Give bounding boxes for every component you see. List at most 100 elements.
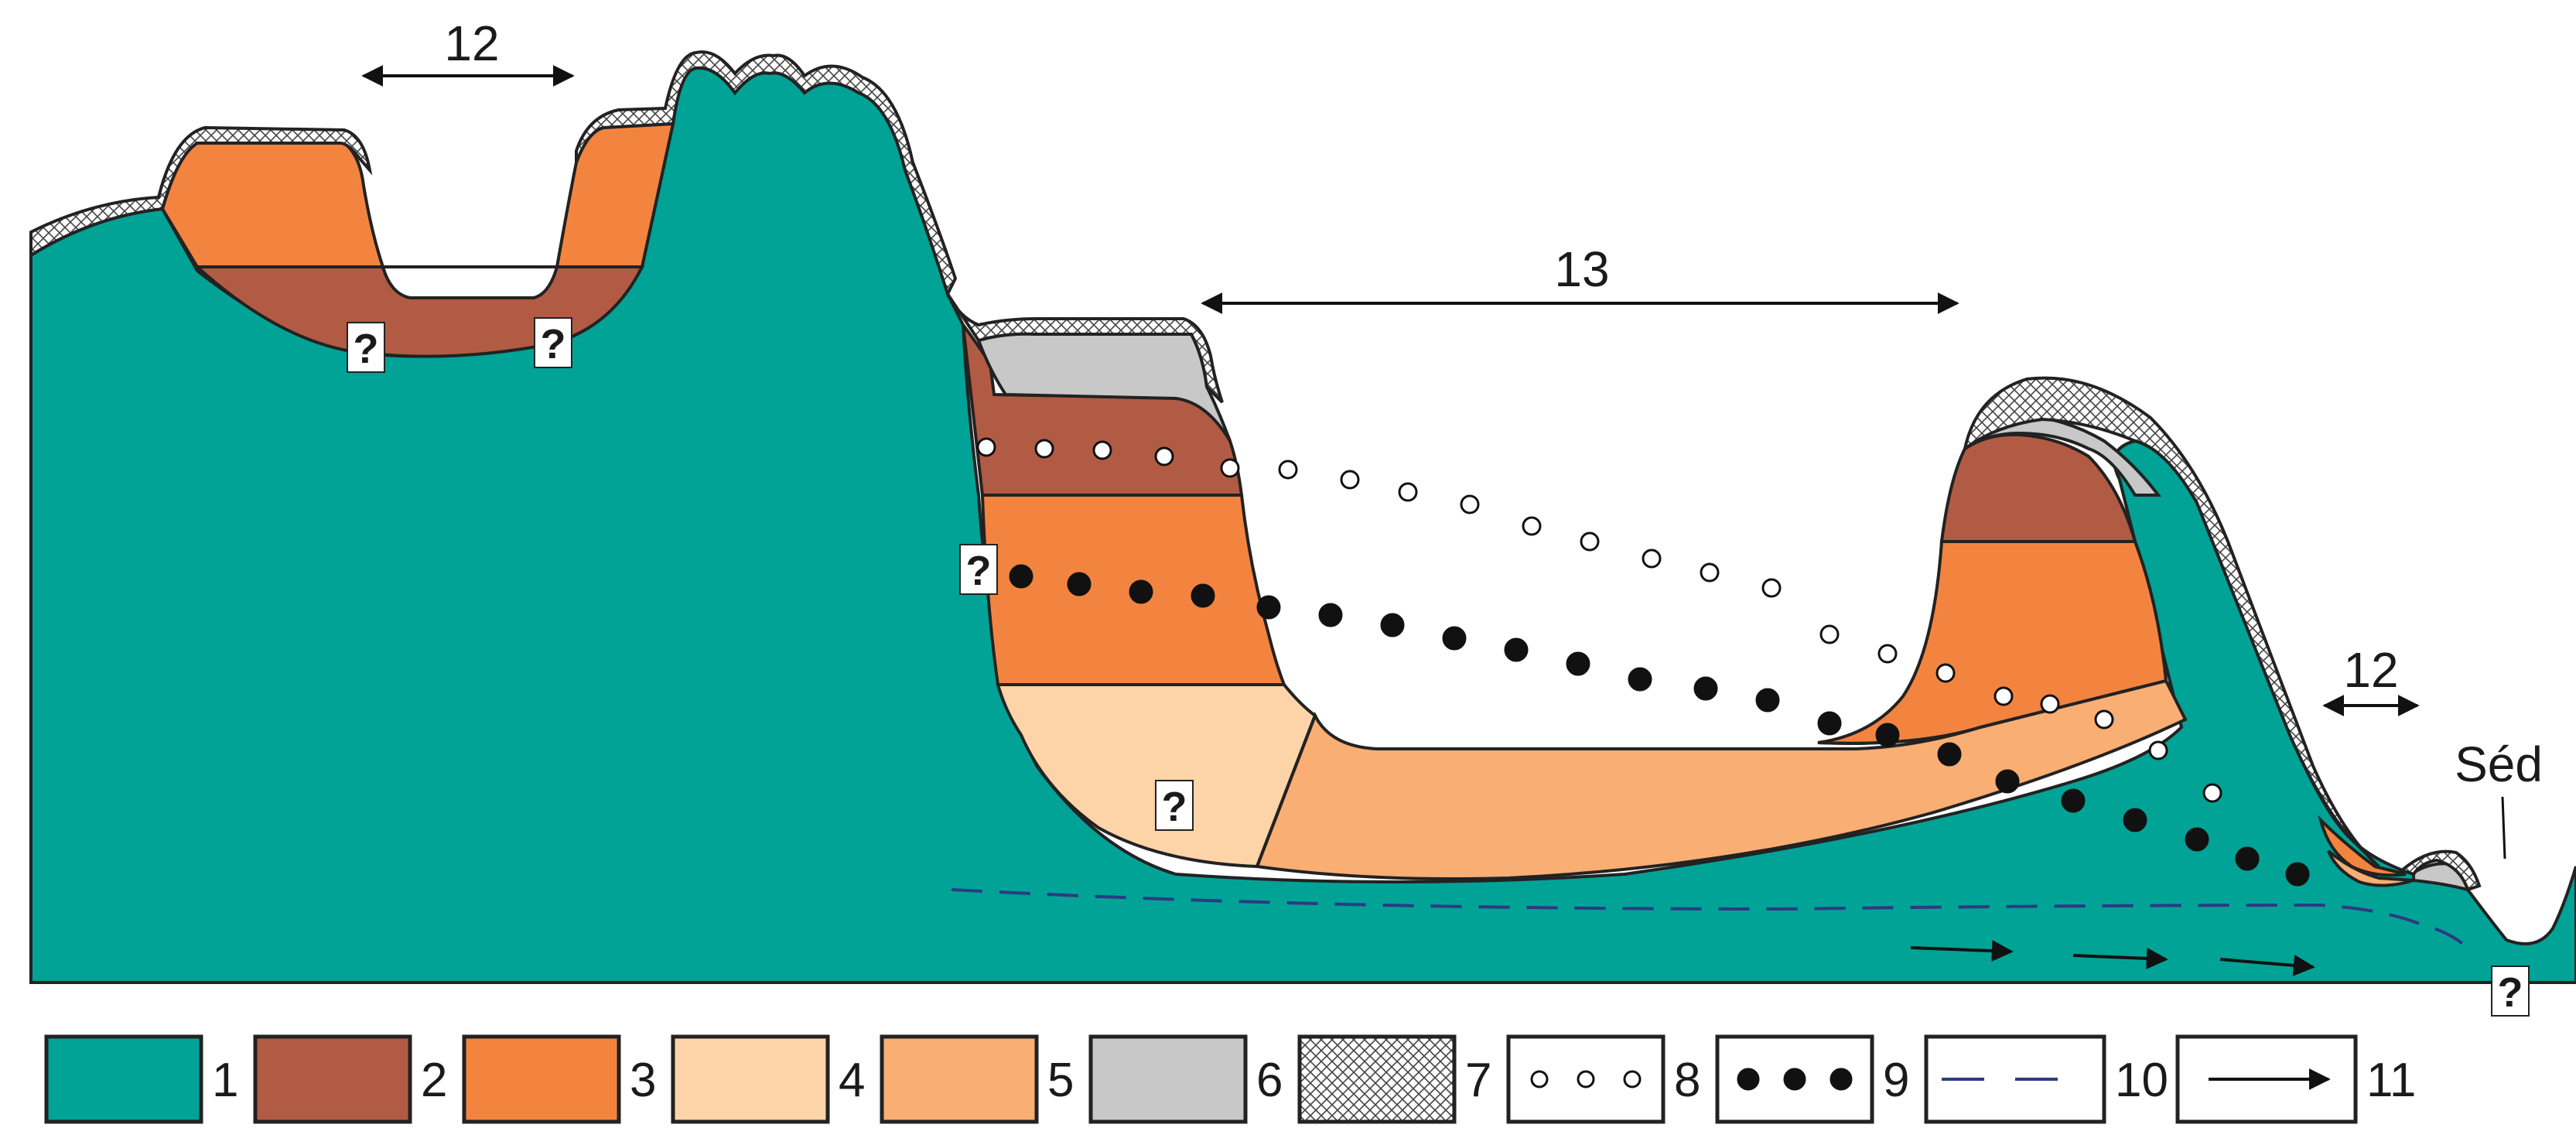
open-dot xyxy=(2094,709,2114,730)
filled-dots-line xyxy=(1009,564,2310,887)
dimension-arrows xyxy=(361,65,2420,716)
left-terrace-capping-hatch xyxy=(29,125,373,258)
legend-number: 4 xyxy=(839,1054,865,1107)
filled-dot xyxy=(1380,613,1405,637)
filled-dot xyxy=(1817,711,1842,736)
open-dot xyxy=(2040,694,2060,714)
legend-item-6: 6 xyxy=(1088,1034,1283,1124)
middle-unit-4 xyxy=(996,683,1317,869)
open-dots-line xyxy=(976,437,2222,803)
legend-dot xyxy=(1737,1068,1760,1091)
legend-item-2: 2 xyxy=(253,1034,447,1124)
filled-dot xyxy=(1067,572,1092,596)
legend-dot xyxy=(1577,1070,1595,1088)
legend-item-5: 5 xyxy=(880,1034,1074,1124)
question-mark-text: ? xyxy=(2498,969,2523,1016)
legend-item-7: 7 xyxy=(1297,1034,1491,1124)
middle-capping-hatch xyxy=(946,292,1224,404)
open-dot xyxy=(1398,482,1418,502)
question-mark-box: ? xyxy=(534,317,572,368)
filled-dot xyxy=(1628,667,1652,692)
river-pointer-line xyxy=(2501,796,2506,859)
open-dot xyxy=(1642,548,1662,569)
open-dot xyxy=(1761,578,1782,598)
legend-item-4: 4 xyxy=(671,1034,865,1124)
legend-dot xyxy=(1783,1068,1806,1091)
open-dot xyxy=(1460,494,1480,514)
question-marks: ????? xyxy=(347,317,2530,1017)
span-12-right-label: 12 xyxy=(2343,642,2398,698)
legend-swatch xyxy=(1088,1034,1248,1124)
legend-swatch xyxy=(44,1034,203,1124)
open-dot xyxy=(1092,440,1112,460)
legend-number: 10 xyxy=(2115,1054,2168,1107)
right-slope-unit-5 xyxy=(2327,849,2414,887)
filled-dot xyxy=(1009,564,1033,589)
filled-dot xyxy=(1937,742,1962,767)
span-12-left-label: 12 xyxy=(444,15,499,71)
legend-dot xyxy=(1530,1070,1549,1088)
legend-item-9: 9 xyxy=(1715,1034,1909,1124)
legend-swatch xyxy=(462,1034,621,1124)
question-mark-box: ? xyxy=(959,544,998,595)
legend-number: 2 xyxy=(421,1054,447,1107)
legend-number: 11 xyxy=(2366,1054,2416,1107)
open-dot xyxy=(1034,439,1054,459)
right-hill-capping-hatch xyxy=(1962,376,2380,868)
legend-item-3: 3 xyxy=(462,1034,656,1124)
filled-dot xyxy=(2123,808,2147,832)
filled-dot xyxy=(1256,595,1281,620)
legend-number: 3 xyxy=(630,1054,656,1107)
legend-number: 9 xyxy=(1883,1054,1909,1107)
left-terrace-unit-3-left xyxy=(160,142,385,268)
open-dot xyxy=(1700,562,1720,583)
legend-number: 1 xyxy=(212,1054,238,1107)
open-dot xyxy=(1935,663,1956,683)
legend-swatch xyxy=(1297,1034,1457,1124)
right-hill-unit-2 xyxy=(1939,432,2137,543)
filled-dot xyxy=(1693,676,1718,701)
question-mark-box: ? xyxy=(1155,780,1194,831)
filled-dot xyxy=(1442,626,1467,651)
legend-item-10: 10 xyxy=(1924,1034,2168,1124)
open-dot xyxy=(2148,740,2168,760)
left-ridge-capping-hatch xyxy=(575,50,958,299)
filled-dot xyxy=(2285,862,2310,887)
filled-dot xyxy=(2061,788,2086,813)
span-13-label: 13 xyxy=(1554,241,1609,297)
legend-dot xyxy=(1623,1070,1642,1088)
question-mark-text: ? xyxy=(354,326,379,372)
open-dot xyxy=(1819,624,1840,644)
filled-dot xyxy=(1875,723,1900,747)
filled-dot xyxy=(2185,827,2209,852)
open-dot xyxy=(1220,458,1240,478)
legend-number: 8 xyxy=(1674,1054,1700,1107)
question-mark-box: ? xyxy=(347,322,385,373)
legend-item-1: 1 xyxy=(44,1034,238,1124)
open-dot xyxy=(976,437,996,457)
legend-number: 5 xyxy=(1047,1054,1074,1107)
open-dot xyxy=(1877,644,1898,664)
open-dot xyxy=(1340,470,1360,490)
filled-dot xyxy=(2235,846,2260,871)
open-dot xyxy=(1522,516,1542,536)
dashed-line-10 xyxy=(951,888,2473,953)
question-mark-box: ? xyxy=(2491,965,2530,1017)
legend-number: 6 xyxy=(1256,1054,1283,1107)
question-mark-text: ? xyxy=(541,321,566,367)
open-dot xyxy=(1154,446,1174,466)
filled-dot xyxy=(1504,637,1529,662)
filled-dot xyxy=(1995,769,2020,794)
legend-swatch xyxy=(671,1034,830,1124)
legend-item-8: 8 xyxy=(1506,1034,1700,1124)
filled-dot xyxy=(1191,583,1215,608)
river-label: Séd xyxy=(2455,736,2543,792)
question-mark-text: ? xyxy=(966,548,992,594)
filled-dot xyxy=(1566,651,1590,676)
middle-unit-5 xyxy=(1255,678,2188,880)
filled-dot xyxy=(1755,688,1780,713)
flow-arrows xyxy=(1910,940,2315,976)
open-dot xyxy=(1278,460,1298,480)
